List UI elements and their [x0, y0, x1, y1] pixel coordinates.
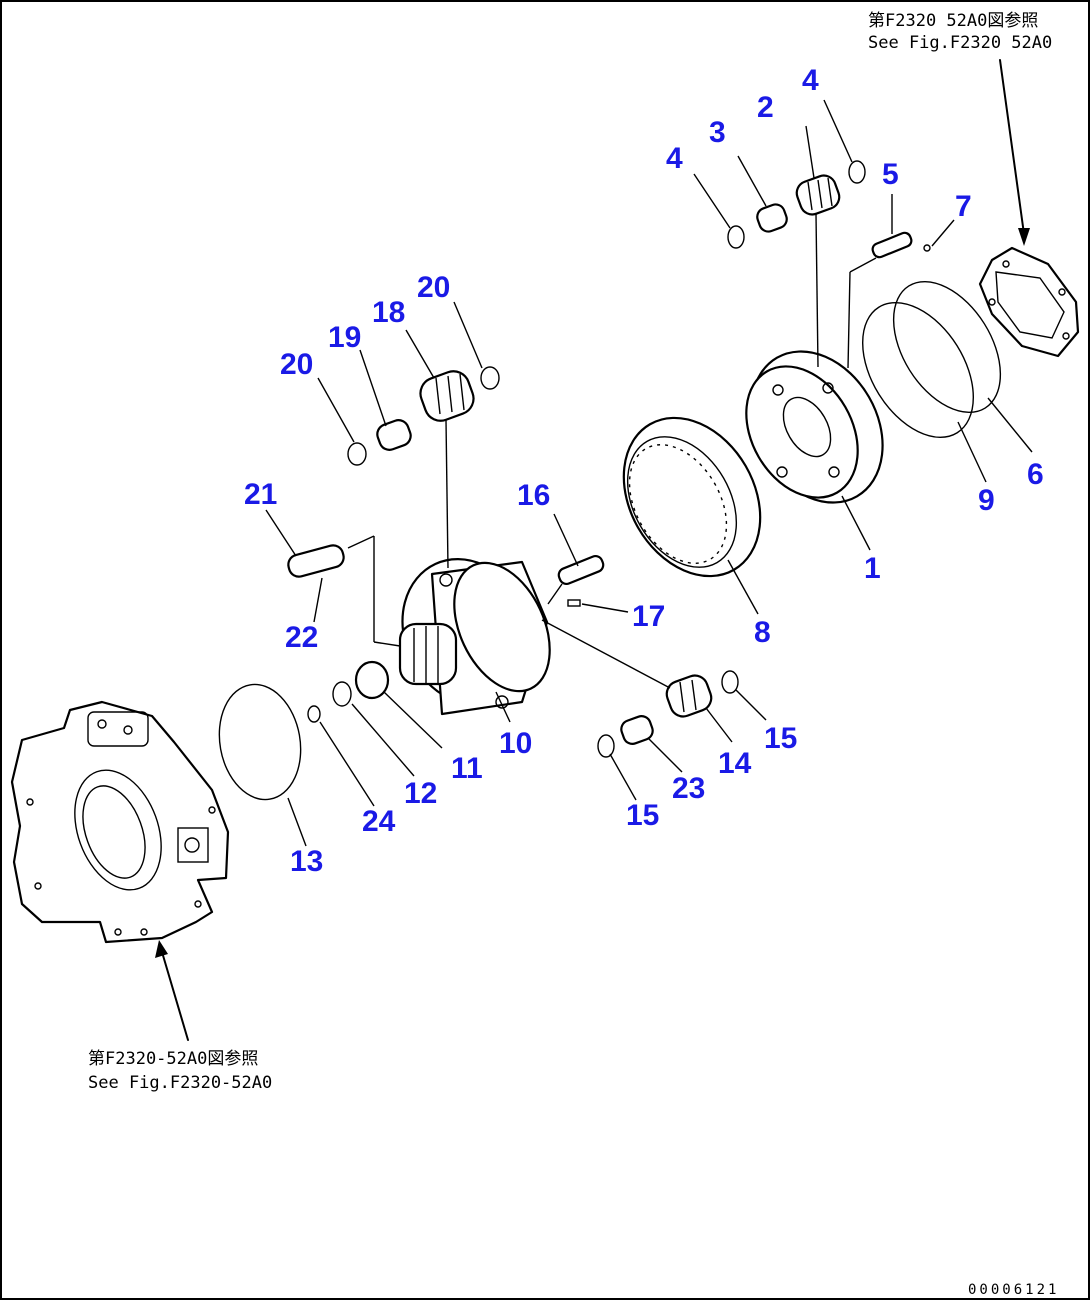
shaft-21-part — [287, 544, 345, 578]
reference-arrow-bottom — [155, 940, 189, 1041]
callout-7: 7 — [955, 190, 972, 223]
reference-bottom-en: See Fig.F2320-52A0 — [88, 1073, 272, 1093]
snap-ring-12-part — [332, 681, 352, 707]
ball-17-part — [567, 599, 581, 607]
o-ring-9 — [861, 301, 975, 439]
callout-20b: 20 — [417, 271, 450, 304]
callout-21: 21 — [244, 478, 277, 511]
callout-8: 8 — [754, 616, 771, 649]
callout-12: 12 — [404, 777, 437, 810]
cover-part — [978, 246, 1080, 358]
callout-19: 19 — [328, 321, 361, 354]
leader-lines — [265, 99, 1033, 847]
callout-9: 9 — [978, 484, 995, 517]
housing-part — [10, 700, 230, 944]
callout-17: 17 — [632, 600, 665, 633]
callout-13: 13 — [290, 845, 323, 878]
callout-15b: 15 — [626, 799, 659, 832]
connector-lines — [347, 213, 877, 689]
callout-24: 24 — [362, 805, 396, 838]
pin-16-part — [557, 554, 605, 586]
bearing-18-part — [419, 370, 475, 422]
callout-2: 2 — [757, 91, 774, 124]
bearing-14-part — [665, 674, 713, 718]
callout-5: 5 — [882, 158, 899, 191]
ball-7-part — [923, 244, 931, 252]
ring-gear-part — [622, 416, 762, 578]
snap-ring-20b — [480, 366, 500, 390]
callout-22: 22 — [285, 621, 318, 654]
callout-6: 6 — [1027, 458, 1044, 491]
bearing-2-part — [795, 174, 841, 216]
callout-15a: 15 — [764, 722, 797, 755]
snap-ring-20a — [347, 442, 367, 466]
planet-carrier-part — [745, 350, 884, 504]
snap-ring-4b — [848, 160, 866, 184]
callout-1: 1 — [864, 552, 881, 585]
callout-23: 23 — [672, 772, 705, 805]
snap-ring-24-part — [307, 705, 321, 723]
snap-ring-4a — [727, 225, 745, 249]
drawing-code: 00006121 — [968, 1282, 1059, 1298]
snap-ring-15a — [721, 670, 739, 694]
washer-11-part — [354, 660, 390, 700]
callout-20a: 20 — [280, 348, 313, 381]
callout-4b: 4 — [802, 64, 819, 97]
callouts: 1 2 3 4 4 5 6 7 8 9 10 11 12 13 14 15 15… — [244, 64, 1044, 878]
bushing-23-part — [620, 715, 654, 745]
reference-bottom-jp: 第F2320-52A0図参照 — [88, 1049, 258, 1069]
callout-3: 3 — [709, 116, 726, 149]
o-ring-13-part — [218, 683, 302, 801]
callout-14: 14 — [718, 747, 752, 780]
reference-arrow-top — [999, 59, 1030, 246]
reference-top-jp: 第F2320 52A0図参照 — [868, 11, 1038, 31]
pin-5-part — [871, 231, 913, 259]
o-ring-6 — [892, 280, 1002, 414]
carrier-assembly-part — [398, 558, 551, 716]
snap-ring-15b — [597, 734, 615, 758]
callout-10: 10 — [499, 727, 532, 760]
callout-16: 16 — [517, 479, 550, 512]
bushing-3-part — [756, 203, 788, 233]
callout-11: 11 — [451, 752, 483, 785]
callout-4a: 4 — [666, 142, 683, 175]
callout-18: 18 — [372, 296, 405, 329]
reference-top-en: See Fig.F2320 52A0 — [868, 33, 1052, 53]
bushing-19-part — [376, 419, 412, 451]
